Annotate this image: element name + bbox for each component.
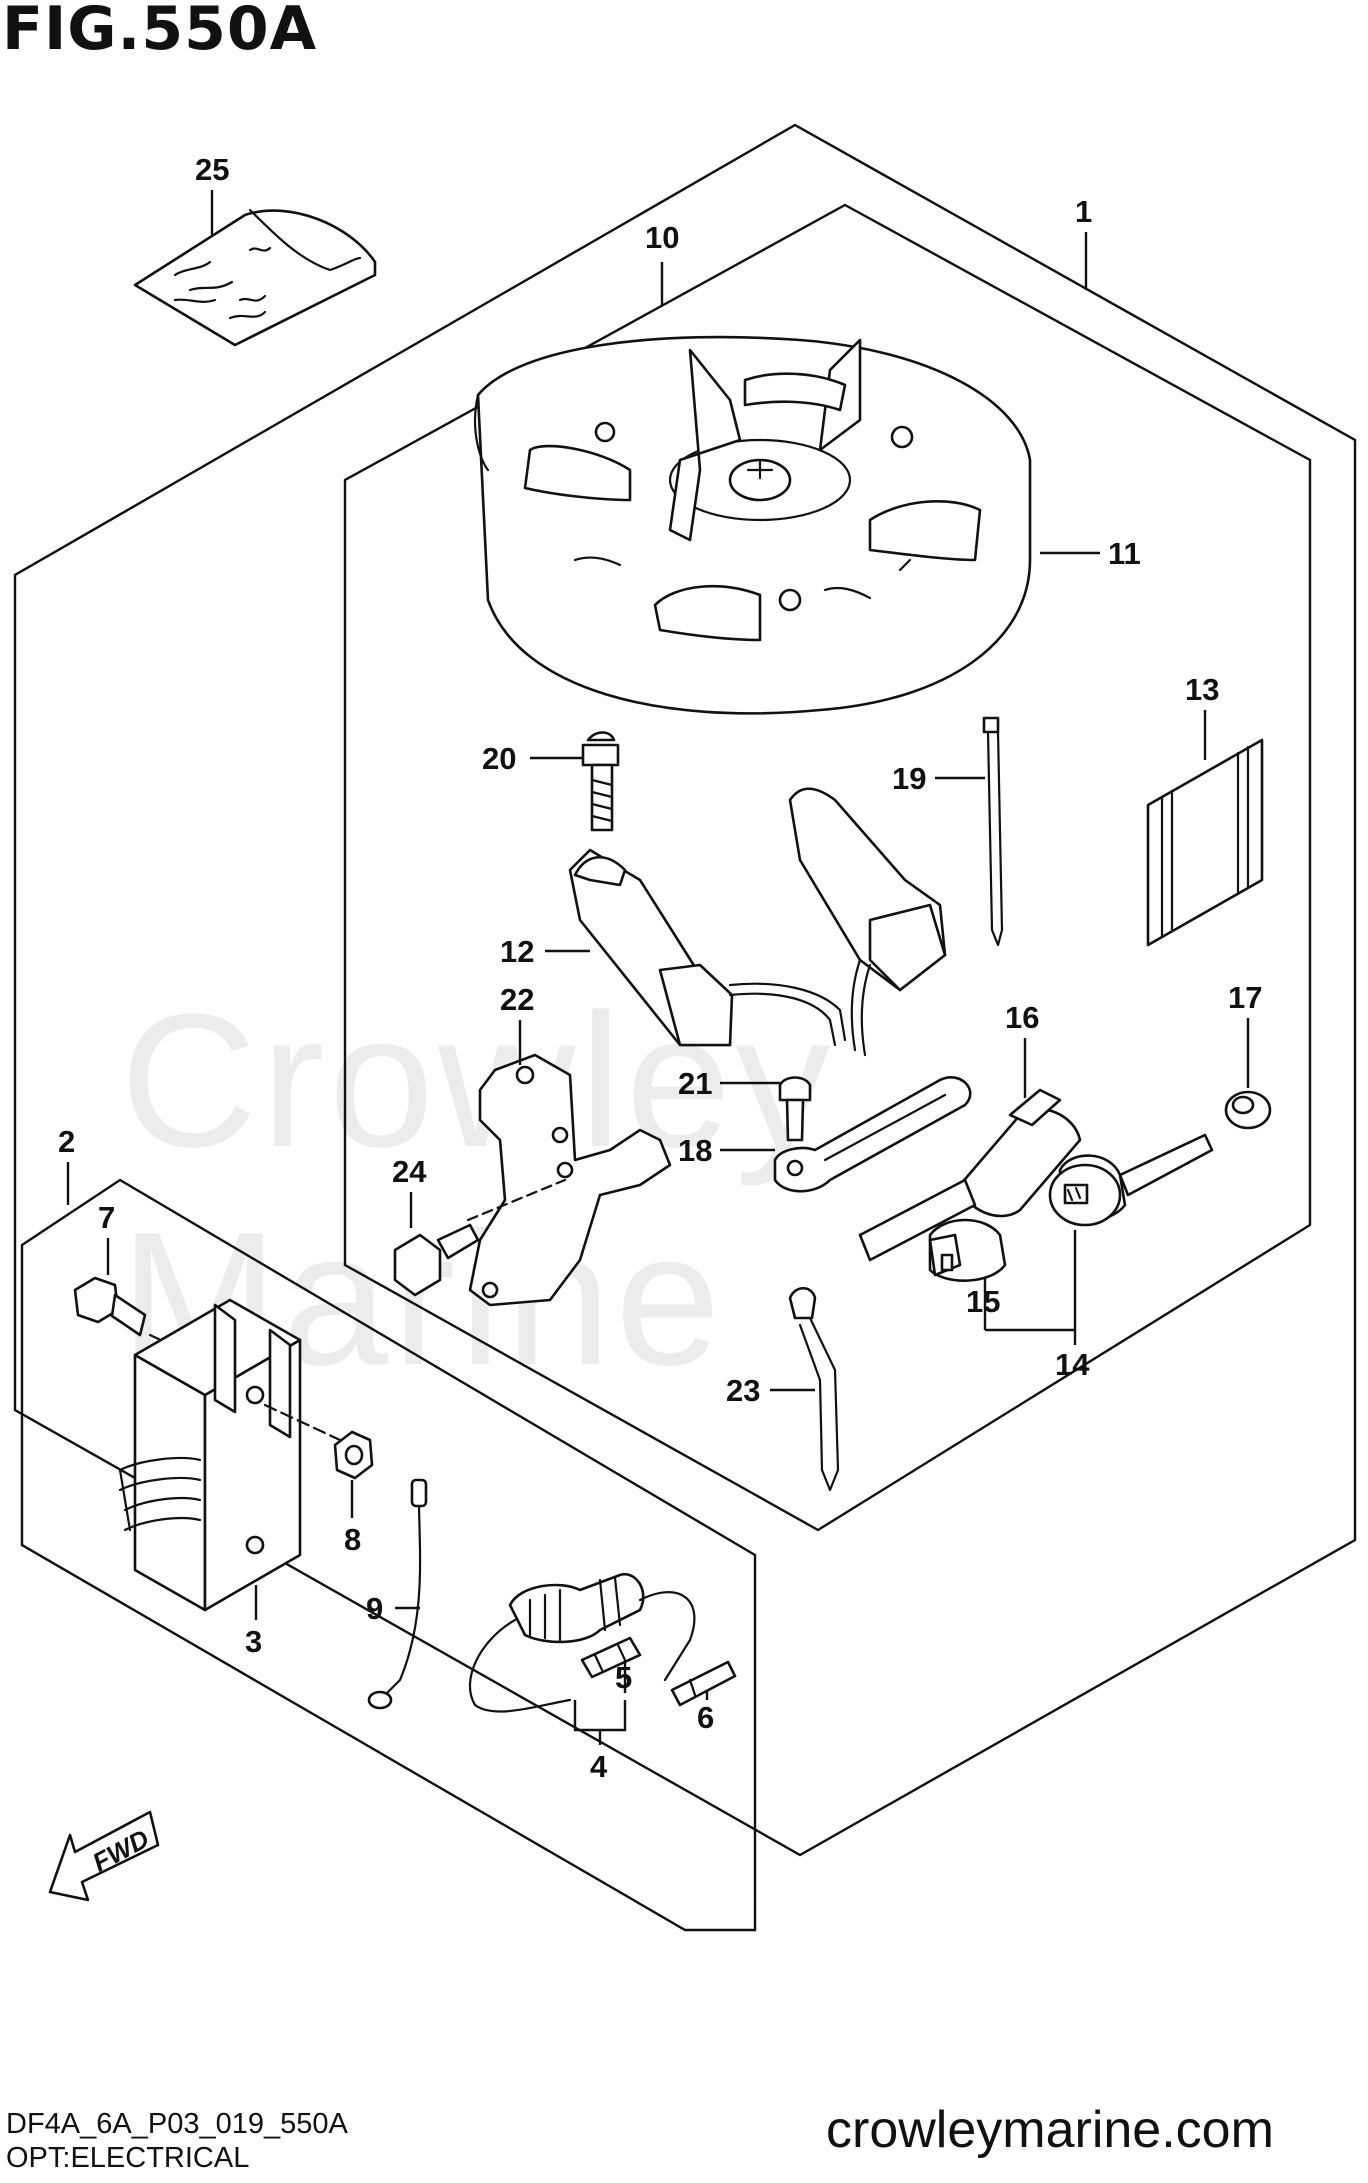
figure-title: FIG.550A [2,0,318,64]
part-15-coupler [928,1218,1007,1282]
website-url: crowleymarine.com [826,2101,1274,2159]
part-13-decal-sheet [1146,738,1264,947]
callout-12: 12 [500,934,534,969]
callout-14: 14 [1055,1347,1090,1382]
callout-16: 16 [1005,1000,1039,1035]
part-22-bracket [468,1053,672,1307]
callout-22: 22 [500,982,534,1017]
callout-20: 20 [482,741,516,776]
part-8-nut [333,1430,374,1480]
part-16-connector [858,1088,1082,1262]
part-20-bolt [581,731,620,832]
callout-24: 24 [392,1154,427,1189]
callout-11: 11 [1108,536,1141,571]
part-24-bolt [393,1178,567,1297]
callout-7: 7 [98,1200,115,1235]
part-18-ground-strap [773,1076,972,1193]
part-5-fuse [580,1636,642,1679]
section-label: OPT:ELECTRICAL [6,2142,250,2174]
part-17-grommet [1224,1090,1272,1130]
callout-4: 4 [590,1749,608,1784]
kit-1-outline [13,123,1357,1857]
part-14-connector-set [1048,1133,1214,1227]
callout-21: 21 [678,1066,712,1101]
part-25-decal-pack [133,208,377,347]
part-21-screw [778,1076,812,1142]
callout-13: 13 [1185,672,1219,707]
part-23-cable-tie [788,1286,840,1492]
callout-10: 10 [645,220,679,255]
fwd-arrow-icon: FWD [48,1810,160,1902]
part-4-fuse-holder [469,1572,696,1713]
callout-5: 5 [615,1660,632,1695]
callout-6: 6 [697,1700,714,1735]
callout-labels: 25 1 10 11 13 19 20 12 22 16 17 21 18 24… [58,152,1262,1784]
part-12-charge-coil [568,787,947,1057]
callout-17: 17 [1228,980,1262,1015]
callout-15: 15 [966,1284,1000,1319]
part-11-flywheel [474,335,1032,715]
part-19-cable-tie [982,716,1004,947]
callout-18: 18 [678,1133,712,1168]
diagram-code: DF4A_6A_P03_019_550A [6,2108,348,2140]
leader-lines [66,190,1250,1745]
callout-8: 8 [344,1522,361,1557]
callout-23: 23 [726,1373,760,1408]
part-6-spare-fuse [670,1660,737,1707]
kit-2-outline [20,1178,757,1932]
kit-10-outline [343,203,1312,1532]
part-9-ground-wire [367,1478,428,1710]
callout-3: 3 [245,1624,262,1659]
callout-9: 9 [366,1591,383,1626]
callout-2: 2 [58,1124,75,1159]
part-3-rectifier [118,1298,342,1612]
callout-25: 25 [195,152,229,187]
callout-1: 1 [1075,194,1092,229]
callout-19: 19 [892,761,926,796]
